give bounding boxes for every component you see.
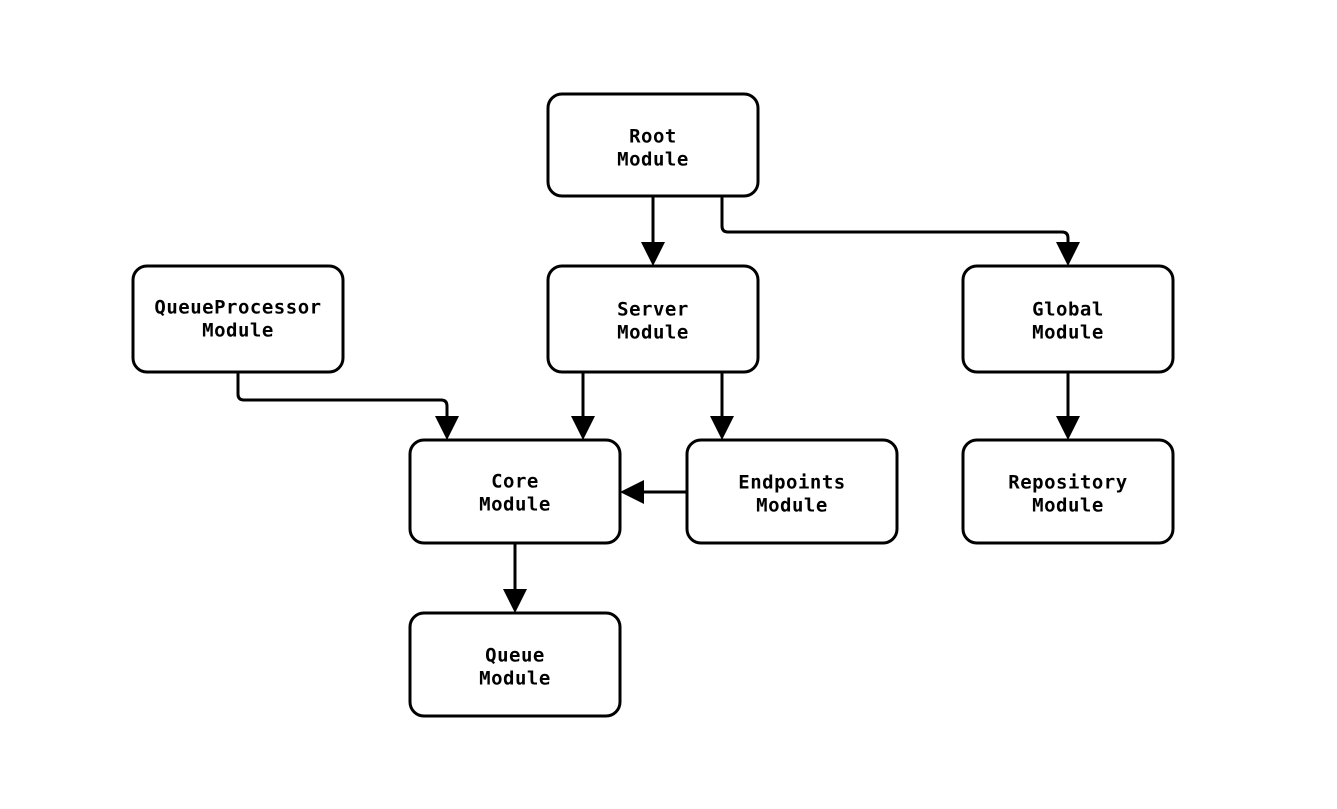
arrow-head-icon: [641, 242, 665, 266]
node-label-line1: Server: [617, 299, 689, 321]
node-label-line1: Core: [491, 471, 539, 493]
edge-core-to-queue: [503, 543, 527, 613]
arrow-head-icon: [503, 589, 527, 613]
node-label-line2: Module: [202, 320, 274, 342]
node-box[interactable]: [408, 438, 622, 545]
arrow-head-icon: [1056, 242, 1080, 266]
node-box[interactable]: [685, 438, 899, 545]
edge-server-to-core: [571, 372, 595, 440]
node-label-line2: Module: [617, 322, 689, 344]
node-endpoints-module[interactable]: Endpoints Module: [685, 438, 899, 545]
arrow-head-icon: [571, 416, 595, 440]
node-box[interactable]: [961, 438, 1175, 545]
node-box[interactable]: [546, 92, 760, 198]
node-label-line2: Module: [479, 494, 551, 516]
arrow-head-icon: [435, 416, 459, 440]
edge-root-to-global: [720, 196, 1080, 266]
node-root-module[interactable]: Root Module: [546, 92, 760, 198]
arrow-head-icon: [710, 416, 734, 440]
edge-global-to-repository: [1056, 372, 1080, 440]
node-queueprocessor-module[interactable]: QueueProcessor Module: [131, 264, 345, 374]
node-box[interactable]: [408, 611, 622, 718]
node-label-line1: Endpoints: [738, 472, 845, 494]
edge-line: [720, 196, 1070, 252]
node-core-module[interactable]: Core Module: [408, 438, 622, 545]
edge-line: [236, 372, 449, 426]
node-label-line2: Module: [1032, 495, 1104, 517]
node-label-line1: Root: [629, 126, 677, 148]
edge-server-to-endpoints: [710, 372, 734, 440]
node-label-line2: Module: [617, 149, 689, 171]
node-queue-module[interactable]: Queue Module: [408, 611, 622, 718]
node-label-line1: Queue: [485, 645, 545, 667]
edge-queueprocessor-to-core: [236, 372, 459, 440]
node-global-module[interactable]: Global Module: [961, 264, 1175, 374]
node-box[interactable]: [546, 264, 760, 374]
arrow-head-icon: [1056, 416, 1080, 440]
node-server-module[interactable]: Server Module: [546, 264, 760, 374]
node-label-line1: Repository: [1008, 472, 1127, 494]
node-box[interactable]: [131, 264, 345, 374]
arrow-head-icon: [620, 480, 644, 504]
node-label-line2: Module: [1032, 322, 1104, 344]
node-label-line2: Module: [479, 668, 551, 690]
node-repository-module[interactable]: Repository Module: [961, 438, 1175, 545]
node-label-line1: QueueProcessor: [154, 297, 321, 319]
edge-endpoints-to-core: [620, 480, 687, 504]
node-label-line1: Global: [1032, 299, 1104, 321]
edge-root-to-server: [641, 196, 665, 266]
node-label-line2: Module: [756, 495, 828, 517]
node-box[interactable]: [961, 264, 1175, 374]
